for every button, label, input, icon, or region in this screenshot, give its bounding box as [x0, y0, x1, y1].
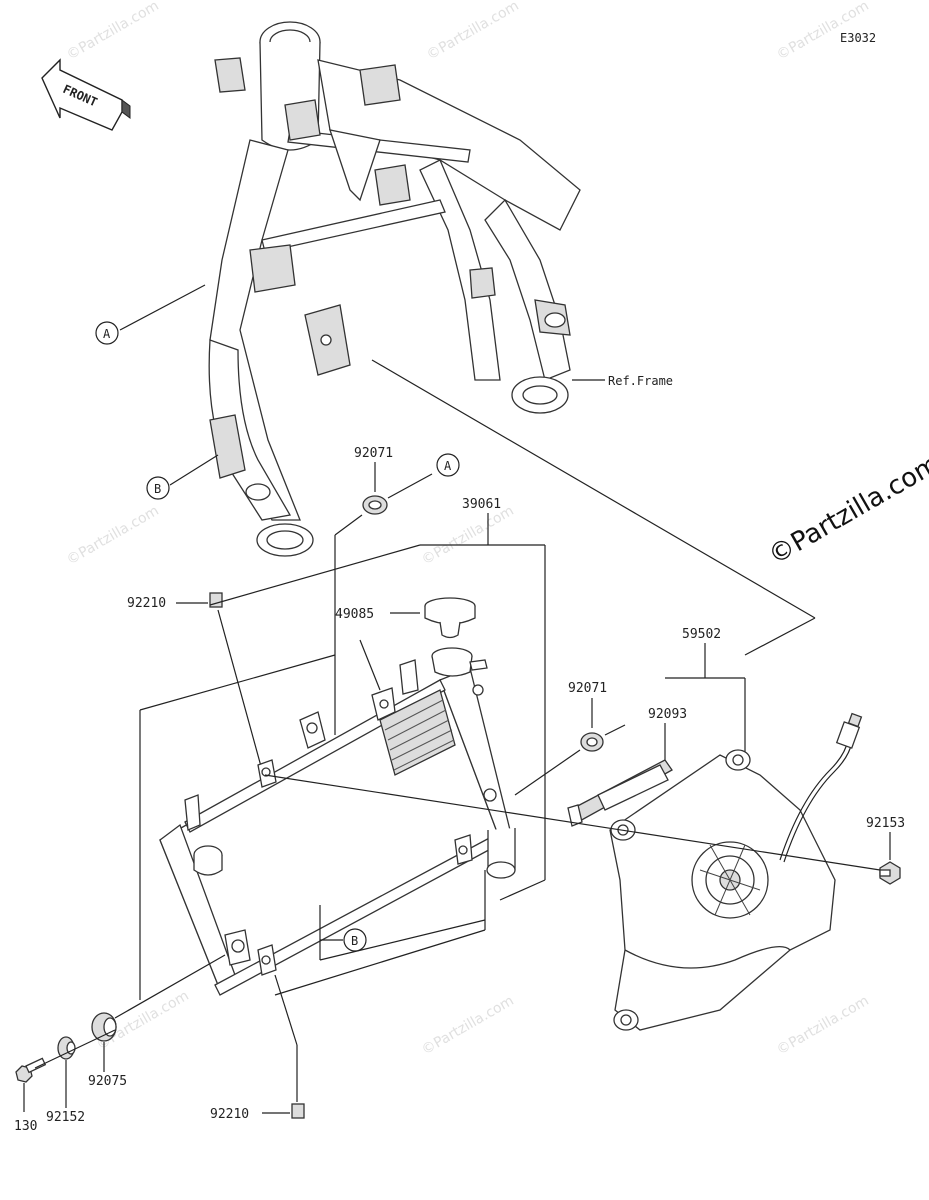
label-92075: 92075 [88, 1074, 127, 1089]
label-39061: 39061 [462, 497, 501, 512]
label-92210-bottom: 92210 [210, 1107, 249, 1122]
ref-frame-label: Ref.Frame [608, 374, 673, 388]
bolt-92153 [879, 861, 901, 885]
frame [208, 21, 581, 557]
radiator-39061 [159, 647, 516, 996]
svg-text:A: A [444, 459, 452, 473]
clip-92210-bottom [291, 1103, 305, 1119]
clip-92210-top [209, 592, 223, 608]
leader-a-frame [119, 284, 206, 331]
callout-a-radiator: A [436, 453, 460, 477]
leader-frame-fan-2 [744, 617, 816, 656]
label-59502: 59502 [682, 627, 721, 642]
collar-92152 [57, 1036, 76, 1060]
label-92153: 92153 [866, 816, 905, 831]
callout-a-frame: A [95, 321, 119, 345]
watermark: ©Partzilla.com [419, 993, 517, 1059]
svg-text:B: B [154, 482, 161, 496]
watermark: ©Partzilla.com [424, 0, 522, 63]
callout-b-radiator: B [343, 928, 367, 952]
watermark: ©Partzilla.com [64, 0, 162, 63]
bolt-130 [15, 1057, 47, 1083]
cooling-fan-59502 [609, 712, 863, 1031]
front-arrow-icon: FRONT [41, 58, 131, 131]
radiator-cap-49085 [424, 597, 476, 639]
grommet-92071-top [362, 495, 388, 515]
label-92071-top: 92071 [354, 446, 393, 461]
watermark: ©Partzilla.com [64, 503, 162, 569]
grommet-92071-mid [580, 732, 604, 752]
svg-text:B: B [351, 934, 358, 948]
svg-text:A: A [103, 327, 111, 341]
watermark: ©Partzilla.com [774, 993, 872, 1059]
watermark: ©Partzilla.com [419, 503, 517, 569]
label-130: 130 [14, 1119, 37, 1134]
partzilla-stamp: ©Partzilla.com [764, 449, 929, 571]
grommet-92075 [91, 1012, 117, 1042]
label-92152: 92152 [46, 1110, 85, 1125]
label-92210-top: 92210 [127, 596, 166, 611]
leader-frame-fan [371, 359, 816, 619]
label-92093: 92093 [648, 707, 687, 722]
leader-b-frame [169, 454, 219, 486]
label-92071-mid: 92071 [568, 681, 607, 696]
diagram-code: E3032 [840, 31, 876, 45]
label-49085: 49085 [335, 607, 374, 622]
callout-b-frame: B [146, 476, 170, 500]
bracket-92093 [567, 759, 673, 827]
